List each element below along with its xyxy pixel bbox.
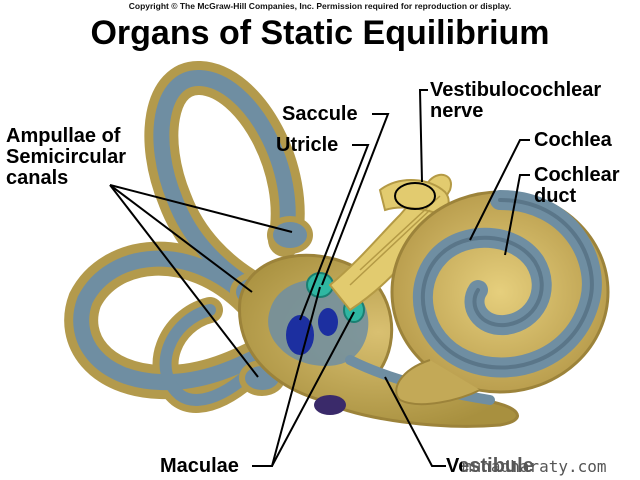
watermark: muhadharaty.com xyxy=(462,457,607,476)
label-ampullae: Ampullae of Semicircular canals xyxy=(6,126,126,189)
label-vestibule: Vestibule xyxy=(446,455,534,477)
label-cochlea: Cochlea xyxy=(534,129,612,151)
label-ampullae-line3: canals xyxy=(6,167,69,189)
label-nerve-line1: Vestibulocochlear xyxy=(430,79,602,101)
label-ampullae-line1: Ampullae of xyxy=(6,125,121,147)
label-ampullae-line2: Semicircular xyxy=(6,146,127,168)
label-nerve-line2: nerve xyxy=(430,100,484,122)
leader-lines xyxy=(109,89,530,467)
page-title: Organs of Static Equilibrium xyxy=(90,14,550,52)
label-duct-line2: duct xyxy=(534,185,577,207)
label-vestibulocochlear-nerve: Vestibulocochlear nerve xyxy=(430,80,601,122)
copyright-notice: Copyright © The McGraw-Hill Companies, I… xyxy=(128,1,512,11)
label-cochlear-duct: Cochlear duct xyxy=(534,165,620,207)
semicircular-canals xyxy=(64,61,305,413)
cochlea xyxy=(390,190,610,406)
label-saccule: Saccule xyxy=(282,103,358,125)
label-maculae: Maculae xyxy=(160,455,239,477)
label-duct-line1: Cochlear xyxy=(534,164,620,186)
label-utricle: Utricle xyxy=(276,134,339,156)
